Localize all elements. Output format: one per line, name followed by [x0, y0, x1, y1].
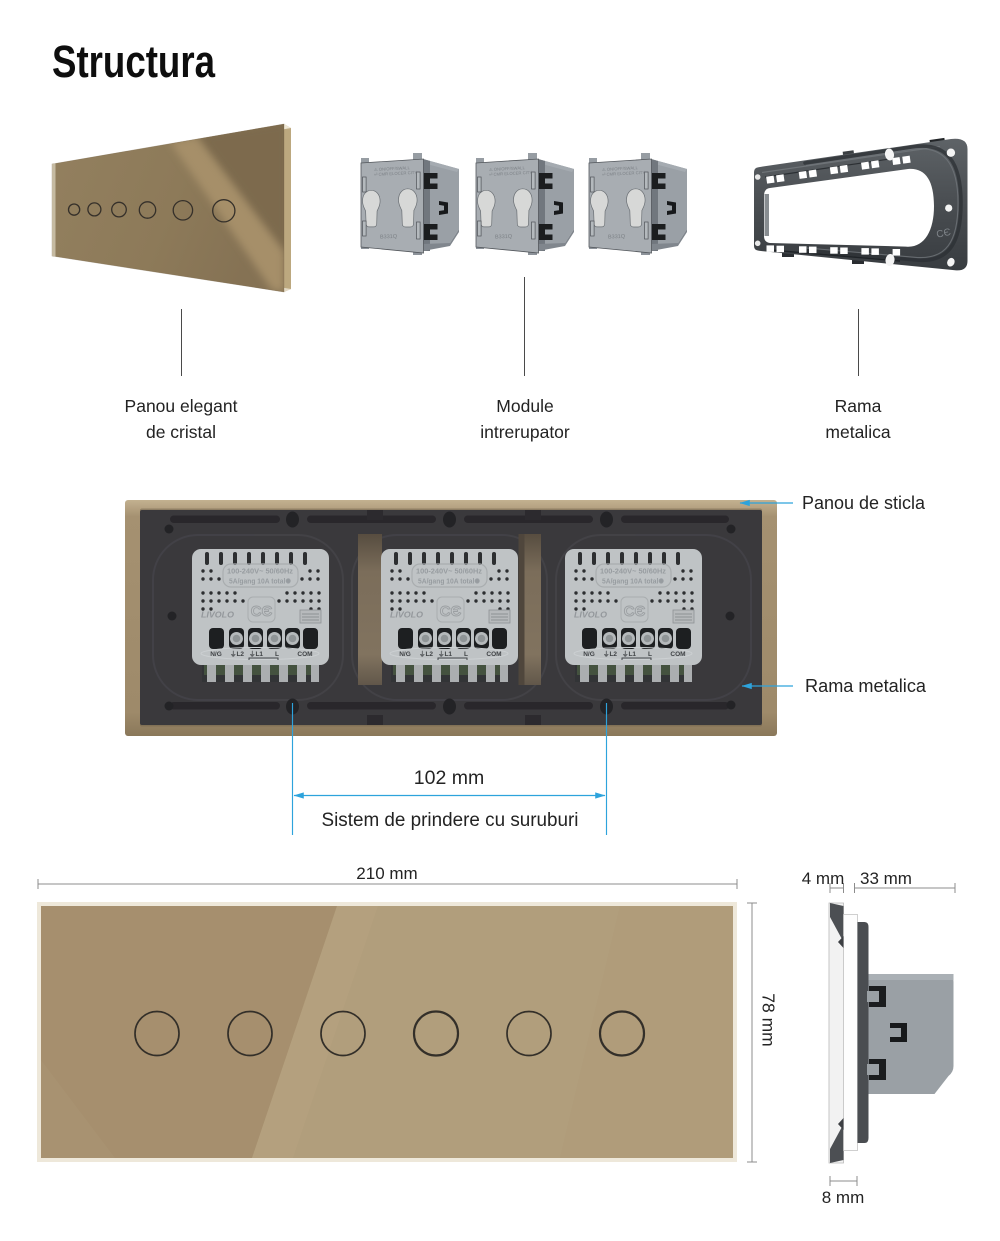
svg-text:Rama: Rama	[835, 396, 882, 416]
svg-text:metalica: metalica	[825, 422, 890, 442]
svg-text:Panou de sticla: Panou de sticla	[802, 493, 926, 513]
svg-text:Structura: Structura	[52, 36, 216, 87]
svg-text:102 mm: 102 mm	[414, 767, 484, 789]
svg-text:8 mm: 8 mm	[822, 1188, 865, 1207]
svg-text:CЄ: CЄ	[935, 227, 951, 241]
svg-text:Rama metalica: Rama metalica	[805, 676, 927, 696]
svg-text:Panou elegant: Panou elegant	[125, 396, 238, 416]
svg-text:Sistem de prindere cu suruburi: Sistem de prindere cu suruburi	[322, 809, 579, 831]
svg-text:intrerupator: intrerupator	[480, 422, 570, 442]
svg-text:Module: Module	[496, 396, 553, 416]
svg-text:210 mm: 210 mm	[356, 864, 417, 883]
svg-text:4 mm: 4 mm	[802, 869, 845, 888]
svg-text:78 mm: 78 mm	[759, 993, 779, 1046]
svg-text:33 mm: 33 mm	[860, 869, 912, 888]
svg-text:de cristal: de cristal	[146, 422, 216, 442]
